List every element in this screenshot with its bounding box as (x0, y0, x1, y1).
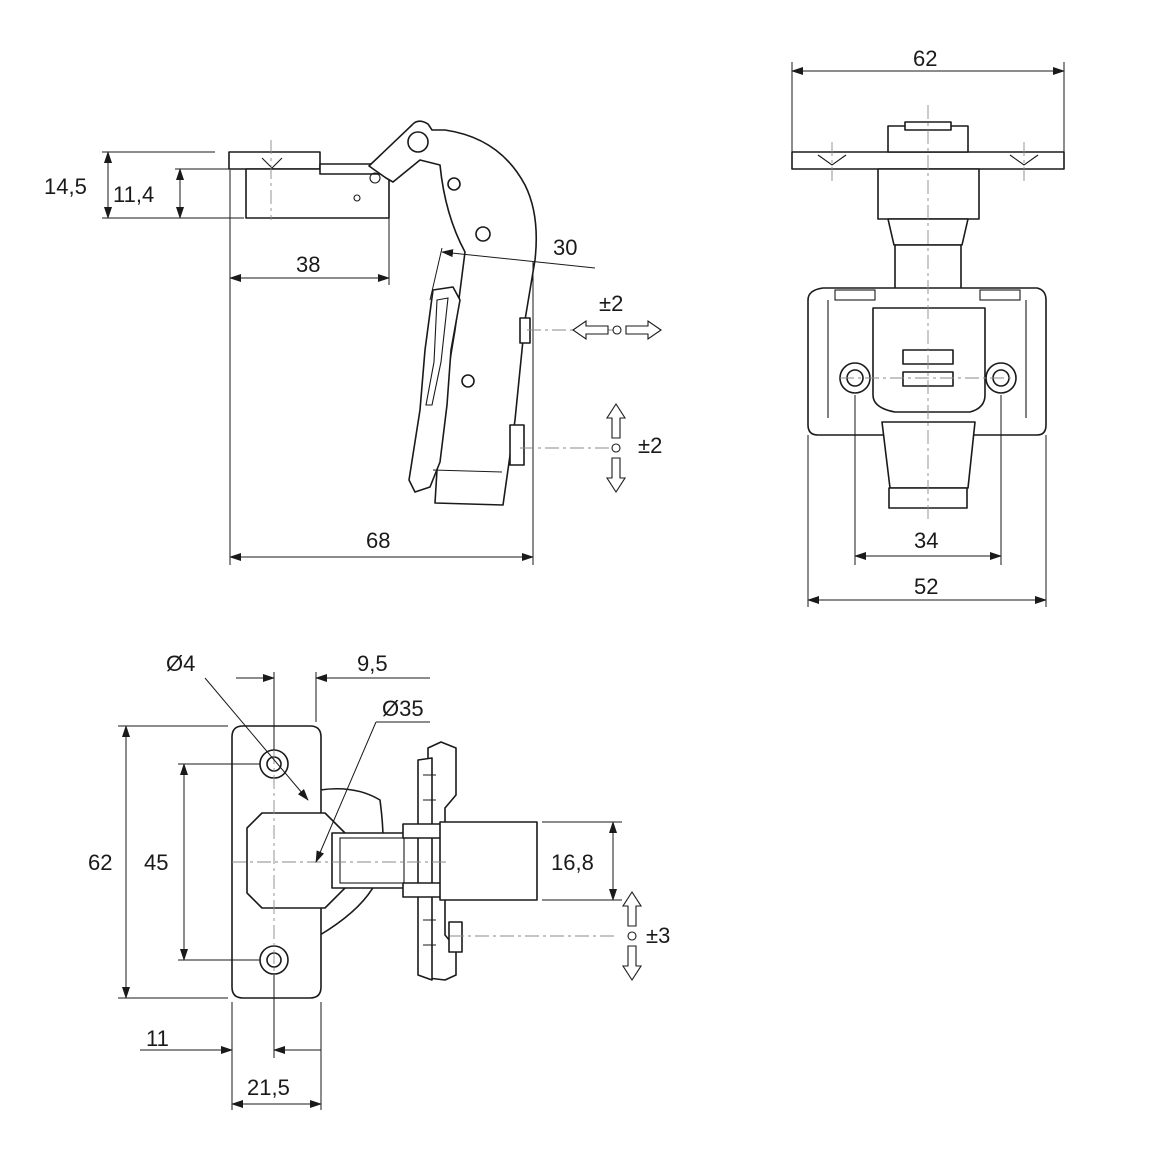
hinge-arm-plate (402, 741, 538, 981)
dim-height-plate: 11,4 (113, 182, 154, 207)
dim-angle: 30 (553, 235, 577, 260)
dim-cup-diameter: Ø35 (382, 696, 424, 721)
dim-hole-spacing: 45 (144, 850, 168, 875)
dim-depth-adjust: ±2 (599, 291, 623, 316)
dim-width-inner: 34 (914, 528, 938, 553)
dim-height-total: 14,5 (44, 174, 87, 199)
dim-plate-height: 62 (88, 850, 112, 875)
dim-cup-offset: 9,5 (357, 651, 388, 676)
depth-adjust-arrows-icon (572, 319, 662, 341)
hinge-body-front (807, 105, 1047, 520)
cup-plate-side (228, 140, 390, 220)
plate-view: Ø4 9,5 Ø35 62 45 16,8 ±3 11 21,5 (88, 651, 670, 1110)
dim-width-top: 62 (913, 46, 937, 71)
dim-overall-length: 68 (366, 528, 390, 553)
dim-edge-distance: 11 (146, 1026, 169, 1051)
dim-side-adjust: ±3 (646, 923, 670, 948)
front-view: 62 34 52 (791, 46, 1065, 607)
dim-height-adjust: ±2 (638, 433, 662, 458)
dim-hole-diameter: Ø4 (166, 651, 195, 676)
side-view: 14,5 11,4 38 30 68 ±2 ±2 (44, 120, 662, 565)
side-adjust-arrows-icon (621, 890, 643, 982)
dim-width-outer: 52 (914, 574, 938, 599)
dim-arm-width: 16,8 (551, 850, 594, 875)
height-adjust-arrows-icon (605, 402, 627, 494)
dim-depth-cup: 38 (296, 252, 320, 277)
dim-plate-width: 21,5 (247, 1075, 290, 1100)
hinge-arm-side (368, 120, 538, 506)
